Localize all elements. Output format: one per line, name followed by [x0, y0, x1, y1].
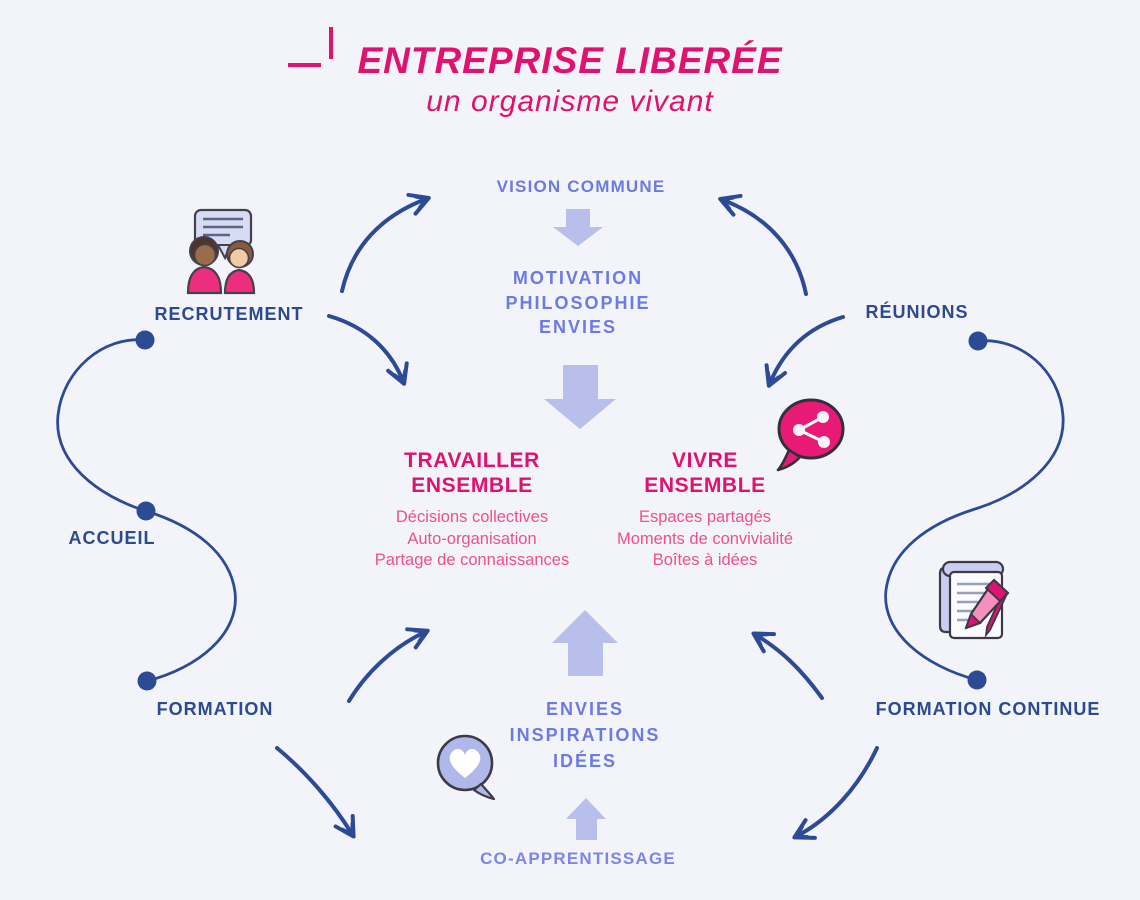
- page-title: ENTREPRISE LIBERÉE: [357, 40, 783, 81]
- curve-dots: [135, 330, 988, 691]
- logo-mark: [329, 27, 333, 59]
- list-item: Espaces partagés: [638, 508, 772, 526]
- list-item: Partage de connaissances: [374, 551, 570, 569]
- logo-mark: [288, 63, 321, 67]
- arrow-recrutement-to-center: [327, 314, 409, 386]
- down-arrow-small: [553, 209, 603, 246]
- notepad-pen-icon: [938, 560, 1010, 640]
- bubble-tail: [472, 782, 496, 801]
- pencil-tip: [964, 612, 982, 630]
- person-right-shirt: [223, 268, 256, 295]
- down-arrow-large: [544, 365, 616, 429]
- travailler-ensemble-items: Décisions collectives Auto-organisation …: [352, 507, 592, 572]
- share-node: [818, 436, 830, 448]
- share-node: [793, 424, 805, 436]
- heart-bubble-icon: [436, 734, 496, 801]
- two-people-chat-icon: [186, 208, 256, 295]
- curved-arrows: [275, 192, 879, 840]
- up-arrow-small: [566, 798, 606, 840]
- arrow-recrutement-to-vision: [340, 192, 431, 293]
- label-accueil: ACCUEIL: [68, 528, 156, 548]
- dot-accueil: [136, 501, 156, 521]
- person-left-shirt: [186, 265, 223, 295]
- dot-formation: [137, 671, 157, 691]
- vivre-ensemble-block: VIVRE ENSEMBLE Espaces partagés Moments …: [586, 448, 824, 572]
- list-item: Décisions collectives: [395, 508, 549, 526]
- label-formation-continue: FORMATION CONTINUE: [875, 699, 1101, 719]
- heart-glyph: [449, 749, 481, 778]
- dot-formation-continue: [967, 670, 987, 690]
- label-reunions: RÉUNIONS: [865, 302, 969, 322]
- label-co-apprentissage: CO-APPRENTISSAGE: [480, 849, 676, 868]
- dot-reunions: [968, 331, 988, 351]
- arrow-reunions-to-vision: [718, 193, 808, 296]
- pencil-cap: [984, 578, 1010, 603]
- bubble-tail: [776, 448, 802, 472]
- share-bubble-icon: [776, 398, 845, 472]
- right-s-curve: [884, 339, 1065, 682]
- vivre-ensemble-heading: VIVRE ENSEMBLE: [644, 449, 766, 497]
- person-right-face: [228, 247, 250, 269]
- label-recrutement: RECRUTEMENT: [154, 304, 304, 324]
- list-item: Moments de convivialité: [616, 529, 794, 548]
- label-formation: FORMATION: [156, 699, 274, 719]
- arrow-formation-to-coapprentissage: [275, 746, 356, 839]
- list-item: Auto-organisation: [407, 529, 537, 548]
- arrow-formationcontinue-to-coapprentissage: [792, 746, 879, 840]
- travailler-ensemble-heading: TRAVAILLER ENSEMBLE: [404, 449, 540, 497]
- list-item: Boîtes à idées: [652, 551, 758, 569]
- dot-recrutement: [135, 330, 155, 350]
- vivre-ensemble-items: Espaces partagés Moments de convivialité…: [586, 507, 824, 572]
- label-motivation-philosophie-envies: MOTIVATION PHILOSOPHIE ENVIES: [505, 268, 651, 337]
- page-subtitle: un organisme vivant: [426, 85, 714, 118]
- up-arrow-large: [552, 610, 618, 676]
- label-envies-inspirations-idees: ENVIES INSPIRATIONS IDÉES: [509, 699, 661, 771]
- person-left-face: [193, 243, 217, 267]
- flow-block-arrows: [544, 209, 618, 840]
- arrow-reunions-to-center: [764, 315, 845, 388]
- arrow-formation-to-envies: [347, 627, 430, 703]
- travailler-ensemble-block: TRAVAILLER ENSEMBLE Décisions collective…: [352, 448, 592, 572]
- share-node: [817, 411, 829, 423]
- label-vision-commune: VISION COMMUNE: [496, 177, 666, 196]
- arrow-formationcontinue-to-envies: [751, 631, 824, 700]
